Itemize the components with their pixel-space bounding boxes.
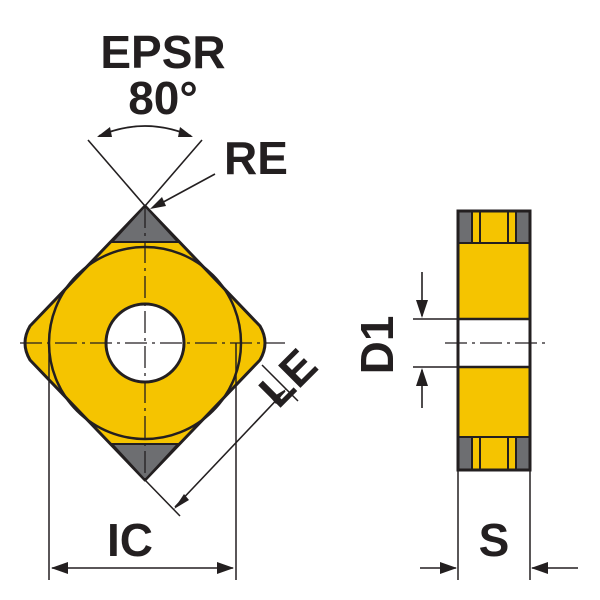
epsr-angle-label: 80°: [128, 72, 198, 124]
d1-dimension: D1: [351, 272, 458, 408]
ic-dimension: IC: [48, 343, 237, 580]
epsr-arc: [98, 125, 192, 137]
s-label: S: [479, 514, 510, 566]
s-dimension: S: [420, 470, 578, 580]
epsr-dimension: EPSR 80°: [87, 26, 226, 207]
d1-label: D1: [351, 316, 403, 375]
re-dimension: RE: [150, 132, 288, 209]
insert-top-view: [20, 204, 285, 482]
ic-label: IC: [107, 514, 153, 566]
epsr-label: EPSR: [100, 26, 225, 78]
re-label: RE: [224, 132, 288, 184]
insert-side-view: [445, 209, 545, 472]
